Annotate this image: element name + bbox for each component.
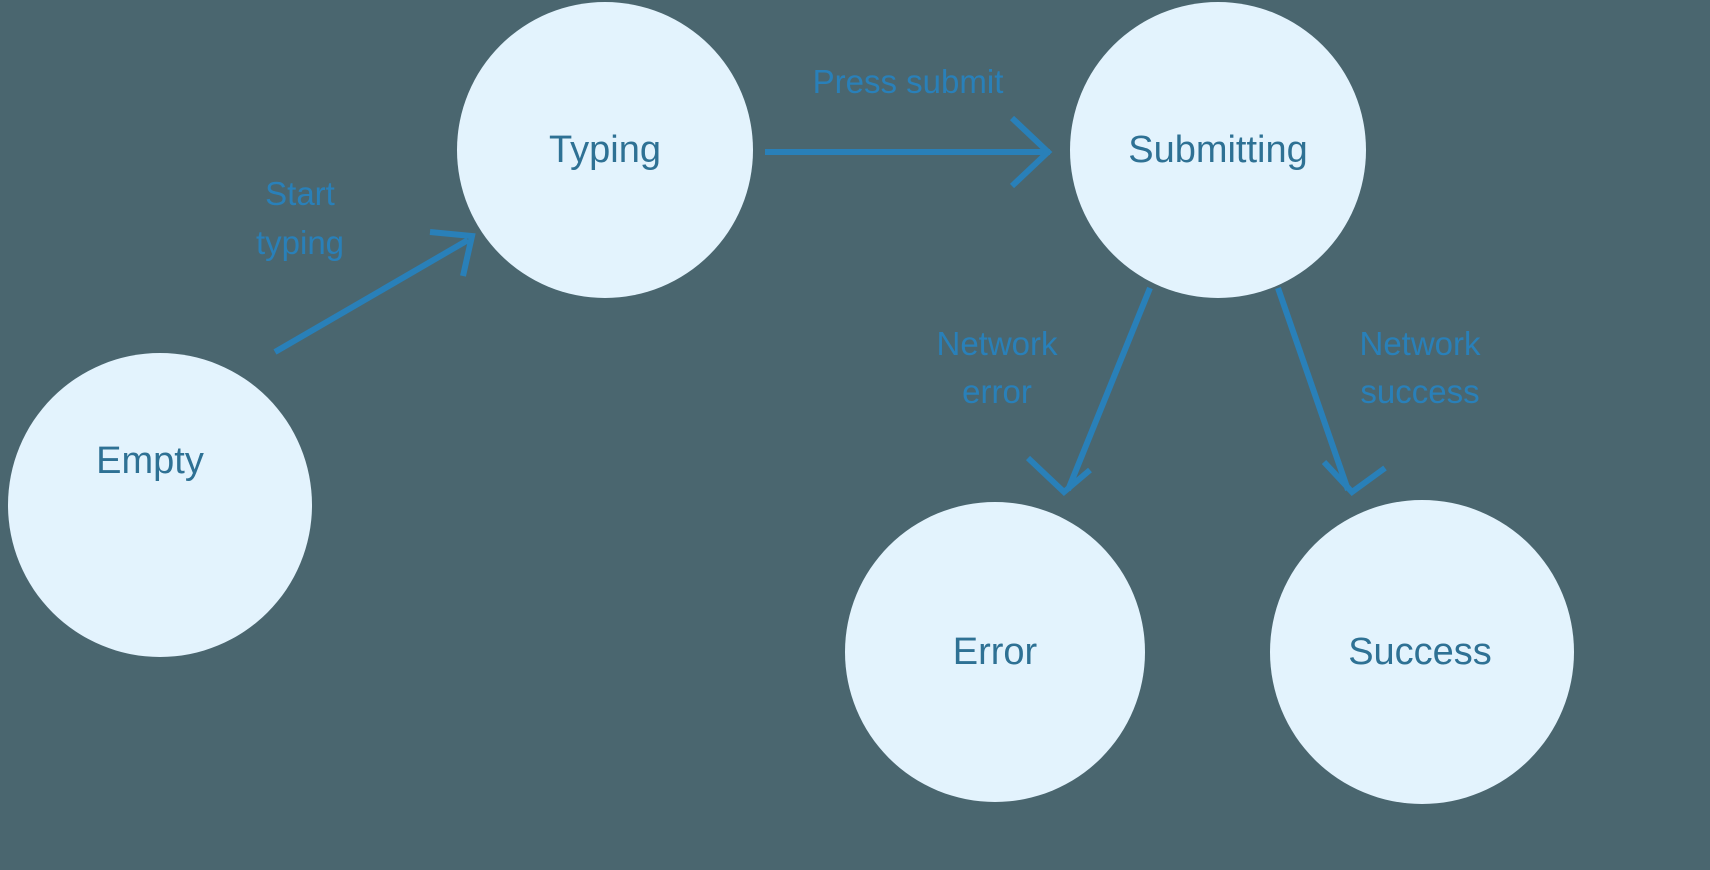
node-submitting-circle[interactable]: [1070, 2, 1366, 298]
edge-label-network-success-line2: success: [1360, 373, 1479, 410]
node-typing-circle[interactable]: [457, 2, 753, 298]
edge-typing-to-submitting-arrowhead: [1009, 115, 1053, 189]
node-success[interactable]: Success: [1270, 500, 1574, 804]
edge-submitting-to-error-line: [1065, 286, 1153, 492]
edge-typing-to-submitting: [765, 115, 1053, 189]
node-empty-label: Empty: [96, 440, 204, 482]
node-error-circle[interactable]: [845, 502, 1145, 802]
edge-label-submitting-to-success: Network success: [1359, 325, 1481, 410]
edge-empty-to-typing-line: [273, 237, 470, 355]
edge-label-start-typing-line2: typing: [256, 224, 344, 261]
edge-label-empty-to-typing: Start typing: [256, 175, 344, 261]
node-submitting[interactable]: Submitting: [1070, 2, 1366, 298]
edge-submitting-to-success-line: [1275, 287, 1351, 491]
node-error-label: Error: [953, 631, 1038, 673]
node-submitting-label: Submitting: [1128, 129, 1308, 171]
edge-submitting-to-error-arrowhead: [1025, 455, 1092, 497]
edge-empty-to-typing: [273, 229, 476, 355]
node-success-circle[interactable]: [1270, 500, 1574, 804]
edge-label-typing-to-submitting: Press submit: [813, 63, 1004, 100]
node-error[interactable]: Error: [845, 502, 1145, 802]
edge-label-network-error-line1: Network: [936, 325, 1058, 362]
edge-submitting-to-error: [1025, 286, 1153, 497]
edge-submitting-to-success-arrowhead: [1321, 459, 1387, 496]
edge-label-start-typing-line1: Start: [265, 175, 335, 212]
node-success-label: Success: [1348, 631, 1492, 673]
node-typing-label: Typing: [549, 129, 661, 171]
node-empty-circle[interactable]: [8, 353, 312, 657]
node-typing[interactable]: Typing: [457, 2, 753, 298]
node-empty[interactable]: Empty: [8, 353, 312, 657]
edge-submitting-to-success: [1275, 287, 1387, 496]
edge-label-network-success-line1: Network: [1359, 325, 1481, 362]
edge-label-press-submit-line1: Press submit: [813, 63, 1004, 100]
edge-label-network-error-line2: error: [962, 373, 1032, 410]
edge-label-submitting-to-error: Network error: [936, 325, 1058, 410]
edge-empty-to-typing-arrowhead: [429, 229, 476, 277]
